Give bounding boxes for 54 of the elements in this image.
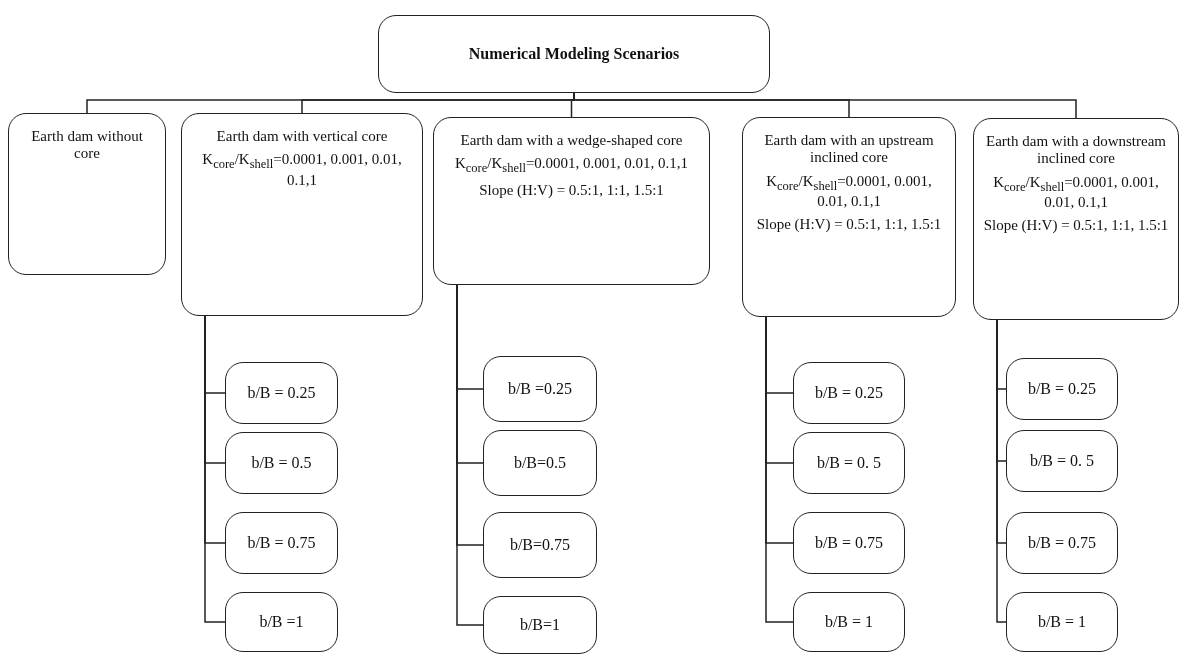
node-label: Earth dam with an upstream inclined core xyxy=(763,132,935,167)
node-label: b/B=0.5 xyxy=(513,453,567,473)
node-label: b/B = 1 xyxy=(1037,612,1087,632)
parameter-text: Slope (H:V) = 0.5:1, 1:1, 1.5:1 xyxy=(479,181,664,199)
parameter-text: K$_{core}$/K$_{shell}$=0.0001, 0.001, 0.01, 0.1,1 xyxy=(765,172,933,211)
parameter-box xyxy=(793,432,905,494)
node-label: Earth dam with a wedge-shaped core xyxy=(460,132,683,150)
parameter-box xyxy=(1006,512,1118,574)
parameter-text: K$_{core}$/K$_{shell}$=0.0001, 0.001, 0.01, 0.1,1 xyxy=(992,173,1160,212)
parameter-box xyxy=(793,362,905,424)
scenario-box xyxy=(8,113,166,275)
parameter-box xyxy=(225,432,338,494)
node-label: b/B =0.25 xyxy=(507,379,573,399)
scenario-box xyxy=(433,117,710,285)
node-label: b/B=0.75 xyxy=(509,535,571,555)
parameter-text: Slope (H:V) = 0.5:1, 1:1, 1.5:1 xyxy=(983,217,1169,235)
parameter-text: K$_{core}$/K$_{shell}$=0.0001, 0.001, 0.01, 0.1,1 xyxy=(201,151,403,189)
parameter-box xyxy=(483,430,597,496)
node-label: b/B=1 xyxy=(519,615,561,635)
scenario-box xyxy=(181,113,423,316)
parameter-box xyxy=(1006,358,1118,420)
node-label: b/B = 0. 5 xyxy=(816,453,882,473)
node-label: Earth dam with vertical core xyxy=(216,128,388,146)
title-box xyxy=(378,15,770,93)
parameter-box xyxy=(1006,592,1118,652)
parameter-box xyxy=(793,592,905,652)
parameter-box xyxy=(483,596,597,654)
parameter-box xyxy=(225,512,338,574)
parameter-box xyxy=(483,512,597,578)
scenario-box xyxy=(973,118,1179,320)
scenario-box xyxy=(742,117,956,317)
node-label: b/B = 0.25 xyxy=(814,383,884,403)
parameter-box xyxy=(1006,430,1118,492)
node-label: b/B = 0.25 xyxy=(1027,379,1097,399)
node-label: b/B = 0.5 xyxy=(251,453,312,473)
node-label: Numerical Modeling Scenarios xyxy=(468,44,680,64)
node-label: b/B = 0.75 xyxy=(247,533,316,553)
parameter-box xyxy=(793,512,905,574)
connector-line xyxy=(996,319,1007,623)
node-label: b/B = 1 xyxy=(824,612,874,632)
node-label: b/B =1 xyxy=(259,612,304,632)
node-label: b/B = 0.25 xyxy=(247,383,316,403)
parameter-box xyxy=(483,356,597,422)
parameter-text: Slope (H:V) = 0.5:1, 1:1, 1.5:1 xyxy=(756,216,942,234)
connector-line xyxy=(765,316,794,623)
node-label: Earth dam with a downstream inclined core xyxy=(985,133,1167,168)
node-label: b/B = 0.75 xyxy=(814,533,884,553)
connector-line xyxy=(204,315,226,623)
parameter-box xyxy=(225,362,338,424)
node-label: b/B = 0.75 xyxy=(1027,533,1097,553)
parameter-text: K$_{core}$/K$_{shell}$=0.0001, 0.001, 0.01, 0.1,1 xyxy=(454,155,689,176)
parameter-box xyxy=(225,592,338,652)
node-label: Earth dam without core xyxy=(30,128,144,163)
node-label: b/B = 0. 5 xyxy=(1029,451,1095,471)
